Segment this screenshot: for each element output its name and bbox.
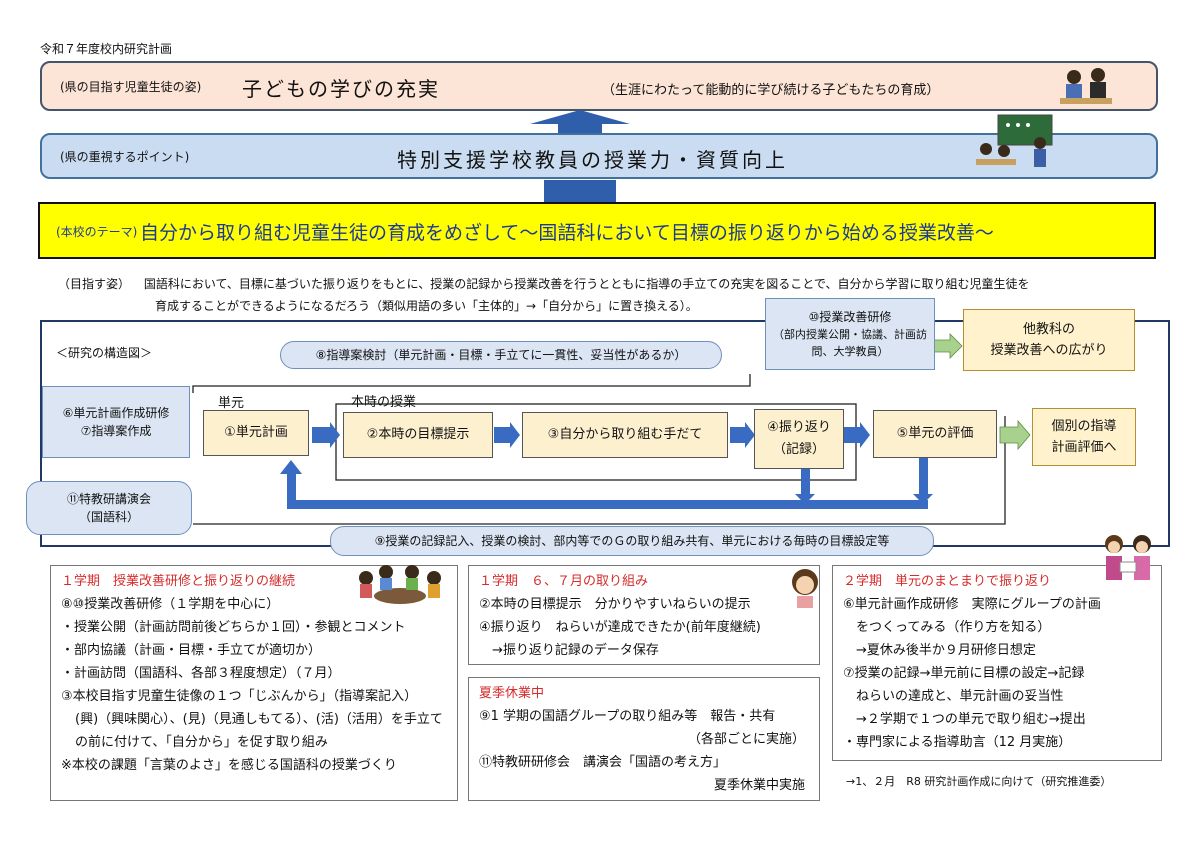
callout-9-records: ⑨授業の記録記入、授業の検討、部内等でのＧの取り組み共有、単元における毎時の目標… — [330, 526, 934, 556]
page-title: 令和７年度校内研究計画 — [40, 42, 173, 56]
school-theme-main: 自分から取り組む児童生徒の育成をめざして～国語科において目標の振り返りから始める… — [140, 222, 994, 244]
teachers-illustration — [1105, 535, 1151, 580]
classroom-illustration — [976, 114, 1053, 167]
term1-line-8: ※本校の課題「言葉のよさ」を感じる国語科の授業づくり — [61, 758, 397, 773]
term1-line-3: ・部内協議（計画・目標・手立てが適切か） — [61, 643, 322, 658]
mid-bottom-line-1: ⑨1 学期の国語グループの取り組み等 報告・共有 — [479, 709, 776, 724]
up-arrow-1 — [558, 122, 602, 135]
school-theme-box: (本校のテーマ) 自分から取り組む児童生徒の育成をめざして～国語科において目標の… — [38, 202, 1156, 259]
unit-plan-training-box: ⑥単元計画作成研修 ⑦指導案作成 — [42, 386, 190, 458]
callout-8-lesson-plan-review: ⑧指導案検討（単元計画・目標・手立てに一貫性、妥当性があるか） — [280, 341, 722, 369]
prefecture-point-main: 特別支援学校教員の授業力・資質向上 — [397, 148, 788, 172]
term2-line-3: →夏休み後半か９月研修日想定 — [843, 643, 1036, 658]
term1-june-july-panel: １学期 ６、７月の取り組み ②本時の目標提示 分かりやすいねらいの提示 ④振り返… — [468, 565, 820, 665]
goal-label: （目指す姿） — [58, 277, 131, 291]
up-arrow-2 — [544, 180, 616, 202]
mid-top-line-2: ④振り返り ねらいが達成できたか(前年度継続) — [479, 620, 761, 635]
goal-text: （目指す姿） 国語科において、目標に基づいた振り返りをもとに、授業の記録から授業… — [58, 273, 1168, 317]
step-4-reflection: ④振り返り （記録） — [754, 409, 844, 469]
callout-10-body: （部内授業公開・協議、計画訪問、大学教員） — [773, 328, 927, 358]
term1-panel: １学期 授業改善研修と振り返りの継続 ⑧⑩授業改善研修（１学期を中心に） ・授業… — [50, 565, 458, 801]
prefecture-goal-box: (県の目指す児童生徒の姿) 子どもの学びの充実 （生涯にわたって能動的に学び続け… — [40, 61, 1158, 111]
mid-bottom-line-4: 夏季休業中実施 — [713, 778, 805, 793]
lesson-label: 本時の授業 — [351, 395, 417, 410]
term1-line-6: (興)（興味関心）、(見)（見通しもてる）、(活)（活用）を手立て — [75, 712, 443, 727]
meeting-illustration — [359, 565, 441, 604]
term1-line-2: ・授業公開（計画訪問前後どちらか１回）・参観とコメント — [61, 620, 406, 635]
goal-line-2: 育成することができるようになるだろう（類似用語の多い「主体的」→「自分から」に置… — [155, 299, 698, 313]
term2-line-2: をつくってみる（作り方を知る） — [843, 620, 1051, 635]
mid-top-title: １学期 ６、７月の取り組み — [479, 574, 649, 589]
individual-plan-line-2: 計画評価へ — [1051, 440, 1117, 455]
step-2-goal-presentation: ②本時の目標提示 — [343, 412, 493, 458]
callout-10-training: ⑩授業改善研修 （部内授業公開・協議、計画訪問、大学教員） — [765, 298, 935, 370]
lecture-line-2: （国語科） — [78, 510, 139, 524]
other-subjects-line-2: 授業改善への広がり — [990, 343, 1108, 358]
prefecture-point-box: (県の重視するポイント) 特別支援学校教員の授業力・資質向上 — [40, 114, 1158, 179]
callout-10-title: ⑩授業改善研修 — [808, 310, 892, 324]
goal-line-1: 国語科において、目標に基づいた振り返りをもとに、授業の記録から授業改善を行うとと… — [143, 277, 1030, 291]
school-theme-label: (本校のテーマ) — [56, 225, 138, 239]
step-4-line-1: ④振り返り — [767, 420, 831, 435]
prefecture-goal-label: (県の目指す児童生徒の姿) — [60, 80, 202, 94]
unit-label: 単元 — [218, 396, 245, 411]
child-illustration — [792, 569, 818, 608]
other-subjects-box: 他教科の 授業改善への広がり — [963, 309, 1135, 371]
term2-line-7: ・専門家による指導助言（12 月実施） — [843, 735, 1072, 750]
up-arrow-1-head — [530, 110, 630, 124]
step-3-self-initiative: ③自分から取り組む手だて — [522, 412, 728, 458]
mid-top-line-3: →振り返り記録のデータ保存 — [479, 643, 659, 658]
prefecture-point-label: (県の重視するポイント) — [60, 150, 190, 164]
structure-title: ＜研究の構造図＞ — [56, 346, 153, 360]
lesson-plan-making-label: ⑦指導案作成 — [80, 424, 152, 438]
lecture-box: ⑪特教研講演会 （国語科） — [26, 481, 192, 535]
term1-line-5: ③本校目指す児童生徒像の１つ「じぶんから」（指導案記入） — [61, 689, 418, 704]
lecture-line-1: ⑪特教研講演会 — [66, 492, 151, 506]
term1-line-1: ⑧⑩授業改善研修（１学期を中心に） — [61, 597, 280, 612]
term1-line-4: ・計画訪問（国語科、各部３程度想定）（７月） — [61, 666, 341, 681]
term2-line-4: ⑦授業の記録→単元前に目標の設定→記録 — [843, 666, 1085, 681]
term2-footnote: →1、２月 R8 研究計画作成に向けて（研究推進委） — [846, 775, 1112, 788]
prefecture-goal-main: 子どもの学びの充実 — [242, 77, 440, 101]
term2-line-1: ⑥単元計画作成研修 実際にグループの計画 — [843, 597, 1101, 612]
individual-plan-line-1: 個別の指導 — [1051, 419, 1117, 434]
step-5-unit-evaluation: ⑤単元の評価 — [873, 410, 997, 458]
term2-panel: ２学期 単元のまとまりで振り返り ⑥単元計画作成研修 実際にグループの計画 をつ… — [832, 565, 1162, 761]
step-4-line-2: （記録） — [772, 442, 825, 457]
step-1-unit-plan: ①単元計画 — [203, 410, 309, 456]
summer-break-panel: 夏季休業中 ⑨1 学期の国語グループの取り組み等 報告・共有 （各部ごとに実施）… — [468, 677, 820, 801]
term2-title: ２学期 単元のまとまりで振り返り — [843, 574, 1052, 589]
mid-bottom-line-2: （各部ごとに実施） — [687, 732, 805, 747]
other-subjects-line-1: 他教科の — [1022, 322, 1075, 337]
mid-bottom-line-3: ⑪特教研研修会 講演会「国語の考え方」 — [479, 755, 727, 770]
mid-bottom-title: 夏季休業中 — [479, 686, 545, 701]
term1-title: １学期 授業改善研修と振り返りの継続 — [61, 574, 296, 589]
term2-line-5: ねらいの達成と、単元計画の妥当性 — [843, 689, 1064, 704]
mid-top-line-1: ②本時の目標提示 分かりやすいねらいの提示 — [479, 597, 751, 612]
individual-plan-box: 個別の指導 計画評価へ — [1032, 408, 1136, 466]
term2-line-6: →２学期で１つの単元で取り組む→提出 — [843, 712, 1086, 727]
unit-plan-training-label: ⑥単元計画作成研修 — [62, 406, 170, 420]
prefecture-goal-sub: （生涯にわたって能動的に学び続ける子どもたちの育成） — [602, 83, 940, 98]
students-illustration — [1060, 68, 1112, 104]
term1-line-7: の前に付けて、「自分から」を促す取り組み — [75, 735, 328, 750]
